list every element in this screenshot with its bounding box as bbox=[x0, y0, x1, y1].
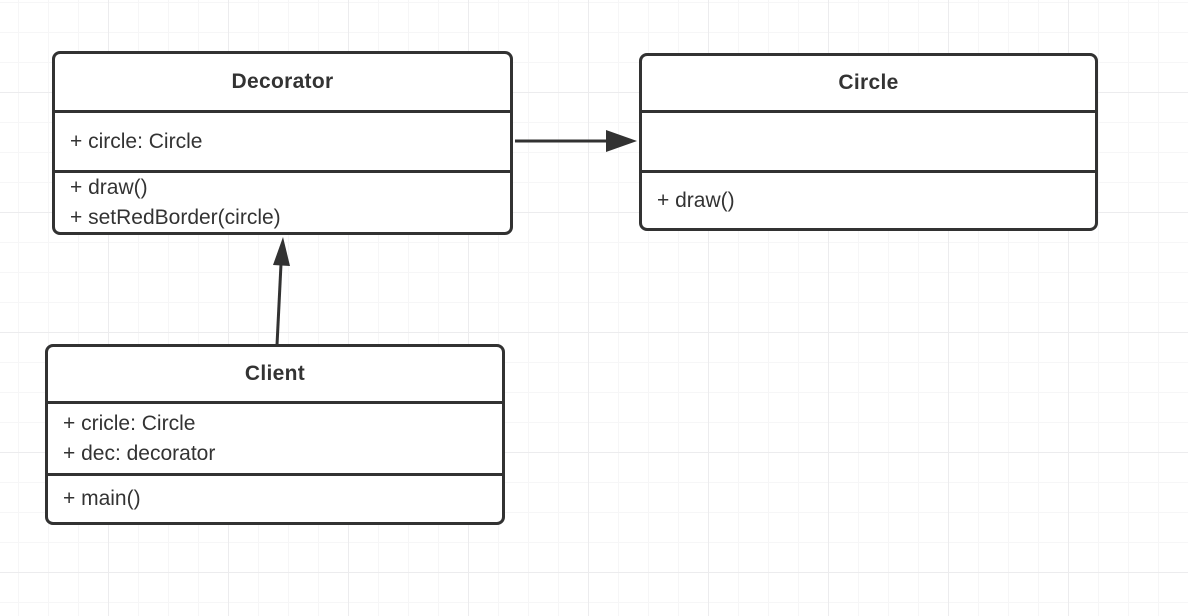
class-title: Decorator bbox=[231, 70, 334, 93]
method-row: + draw() bbox=[70, 176, 148, 199]
method-row: + setRedBorder(circle) bbox=[70, 206, 281, 229]
class-attributes-section: + circle: Circle bbox=[55, 110, 510, 170]
method-row: + main() bbox=[63, 487, 141, 510]
class-title: Circle bbox=[838, 71, 899, 94]
class-methods-section: + draw() + setRedBorder(circle) bbox=[55, 170, 510, 233]
attribute-row: + dec: decorator bbox=[63, 441, 216, 465]
class-methods-section: + draw() bbox=[642, 170, 1095, 228]
class-box-client[interactable]: Client + cricle: Circle + dec: decorator… bbox=[45, 344, 505, 525]
attribute-row: + circle: Circle bbox=[70, 129, 203, 153]
class-title: Client bbox=[244, 362, 306, 385]
attribute-row: + cricle: Circle bbox=[63, 411, 196, 435]
arrowhead-right-icon bbox=[606, 130, 637, 152]
class-methods-section: + main() bbox=[48, 473, 502, 522]
class-attributes-section bbox=[642, 110, 1095, 170]
association-arrow-decorator-to-circle[interactable] bbox=[515, 130, 637, 152]
class-attributes-section: + cricle: Circle + dec: decorator bbox=[48, 401, 502, 473]
class-box-circle[interactable]: Circle + draw() bbox=[639, 53, 1098, 231]
class-box-decorator[interactable]: Decorator + circle: Circle + draw() + se… bbox=[52, 51, 513, 235]
method-row: + draw() bbox=[657, 188, 735, 212]
association-arrow-client-to-decorator[interactable] bbox=[273, 237, 290, 346]
arrowhead-up-icon bbox=[273, 237, 290, 266]
